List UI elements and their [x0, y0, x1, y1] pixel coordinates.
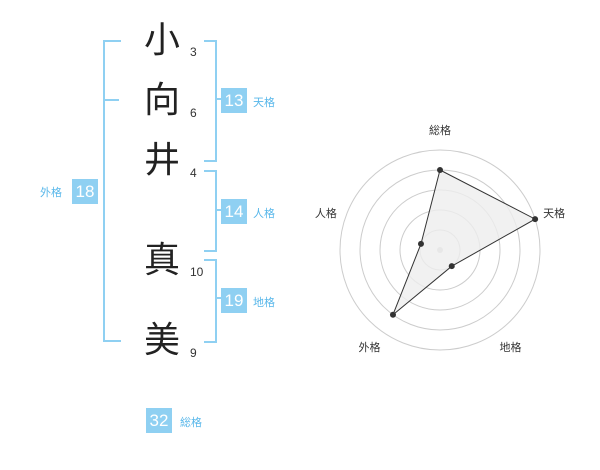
gaikaku-label: 外格	[40, 186, 62, 199]
soukaku-value-badge: 32	[146, 408, 172, 433]
name-char: 小	[143, 20, 180, 61]
name-char: 向	[143, 80, 180, 121]
radar-axis-label: 天格	[543, 206, 565, 220]
radar-series-area	[392, 169, 537, 316]
stroke-count: 10	[190, 265, 204, 279]
bracket-tick	[215, 297, 221, 299]
gaikaku-bracket	[103, 40, 121, 342]
jinkaku-label: 人格	[253, 207, 275, 220]
bracket-tick	[215, 98, 221, 100]
tenkaku-bracket	[204, 40, 217, 162]
chikaku-label: 地格	[253, 296, 275, 309]
name-char: 美	[143, 320, 180, 361]
name-char: 井	[143, 140, 180, 181]
radar-grid-ring	[339, 149, 541, 351]
tenkaku-value-badge: 13	[221, 88, 247, 113]
chikaku-value-badge: 19	[221, 288, 247, 313]
chikaku-bracket	[204, 259, 217, 343]
tenkaku-label: 天格	[253, 96, 275, 109]
jinkaku-value-badge: 14	[221, 199, 247, 224]
radar-axis-label: 外格	[358, 340, 380, 354]
stroke-count: 9	[190, 346, 197, 360]
radar-data-point	[437, 167, 443, 173]
name-char: 真	[143, 240, 180, 281]
stroke-count: 4	[190, 166, 197, 180]
radar-axis-label: 総格	[429, 123, 451, 137]
radar-data-point	[389, 311, 396, 318]
bracket-tick	[215, 209, 221, 211]
radar-axis-label: 地格	[500, 340, 522, 354]
radar-data-point	[417, 240, 424, 247]
jinkaku-bracket	[204, 170, 217, 252]
radar-data-point	[532, 216, 539, 223]
soukaku-label: 総格	[180, 416, 202, 429]
stroke-count: 6	[190, 106, 197, 120]
radar-data-point	[448, 263, 455, 270]
gaikaku-value-badge: 18	[72, 179, 98, 204]
stroke-count: 3	[190, 45, 197, 59]
radar-axis-label: 人格	[315, 206, 337, 220]
bracket-tick	[103, 99, 119, 101]
